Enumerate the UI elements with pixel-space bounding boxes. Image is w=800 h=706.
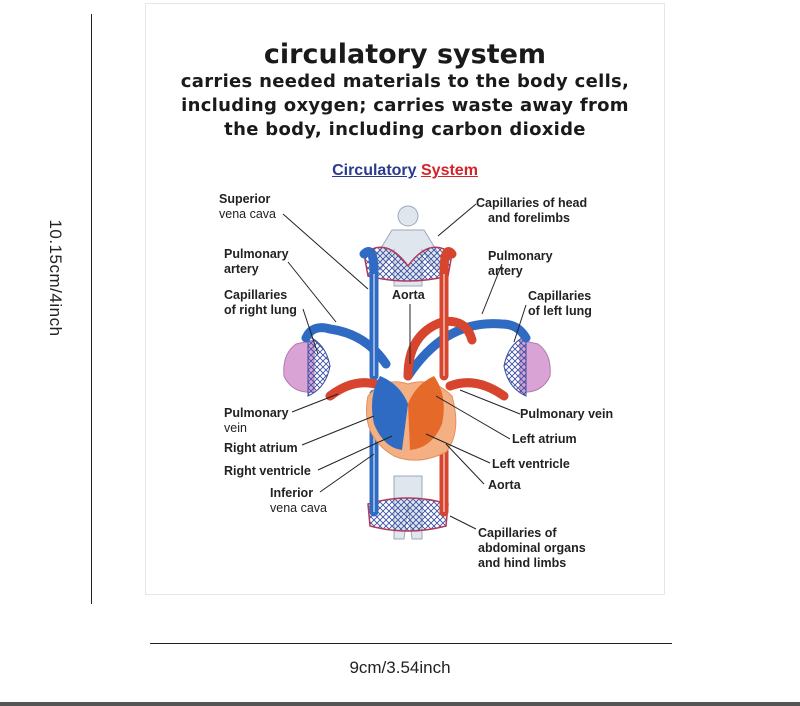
height-dimension-line	[91, 14, 92, 604]
label-capillaries-head: Capillaries of head and forelimbs	[476, 196, 588, 225]
label-left-atrium: Left atrium	[512, 432, 577, 446]
width-dimension-label: 9cm/3.54inch	[349, 658, 451, 677]
diagram-title-word-2: System	[421, 162, 478, 179]
label-right-atrium: Right atrium	[224, 441, 298, 455]
left-heart-chambers	[408, 376, 444, 450]
head-capillary-bed	[363, 246, 453, 282]
height-dimension-label: 10.15cm/4inch	[46, 219, 65, 337]
leader-lines	[282, 203, 527, 530]
subtitle-line-2: including oxygen; carries waste away fro…	[181, 95, 629, 116]
upper-body-silhouette	[369, 205, 447, 287]
label-right-ventricle: Right ventricle	[224, 464, 311, 478]
label-inferior-vena-cava: Inferior vena cava	[270, 486, 327, 515]
left-lung-capillaries	[503, 335, 527, 397]
label-aorta-top: Aorta	[392, 288, 425, 302]
width-dimension-line	[150, 643, 672, 644]
diagram-title: Circulatory System	[146, 162, 664, 180]
label-capillaries-right-lung: Capillaries of right lung	[224, 288, 297, 317]
bottom-border	[0, 702, 800, 706]
label-pulmonary-vein-right: Pulmonary vein	[224, 406, 289, 435]
right-lung-capillaries	[307, 335, 331, 397]
poster-title: circulatory system	[263, 39, 547, 70]
label-aorta-bottom: Aorta	[488, 478, 521, 492]
poster-subtitle: carries needed materials to the body cel…	[146, 70, 664, 142]
diagram-title-word-1: Circulatory	[332, 162, 417, 179]
left-lung	[519, 339, 551, 393]
right-heart-chambers	[372, 376, 408, 450]
label-left-ventricle: Left ventricle	[492, 457, 570, 471]
label-capillaries-left-lung: Capillaries of left lung	[528, 289, 592, 318]
label-capillaries-abdominal: Capillaries of abdominal organs and hind…	[478, 526, 586, 570]
circulatory-diagram	[282, 203, 551, 540]
label-pulmonary-artery-right: Pulmonary artery	[224, 247, 289, 276]
abdominal-capillary-bed	[367, 497, 449, 532]
subtitle-line-3: the body, including carbon dioxide	[224, 119, 586, 140]
label-pulmonary-vein-left: Pulmonary vein	[520, 407, 614, 421]
label-superior-vena-cava: Superior vena cava	[219, 192, 276, 221]
poster-card: circulatory system carries needed materi…	[145, 3, 665, 595]
heart	[366, 376, 457, 461]
label-pulmonary-artery-left: Pulmonary artery	[488, 249, 553, 278]
subtitle-line-1: carries needed materials to the body cel…	[180, 71, 630, 92]
